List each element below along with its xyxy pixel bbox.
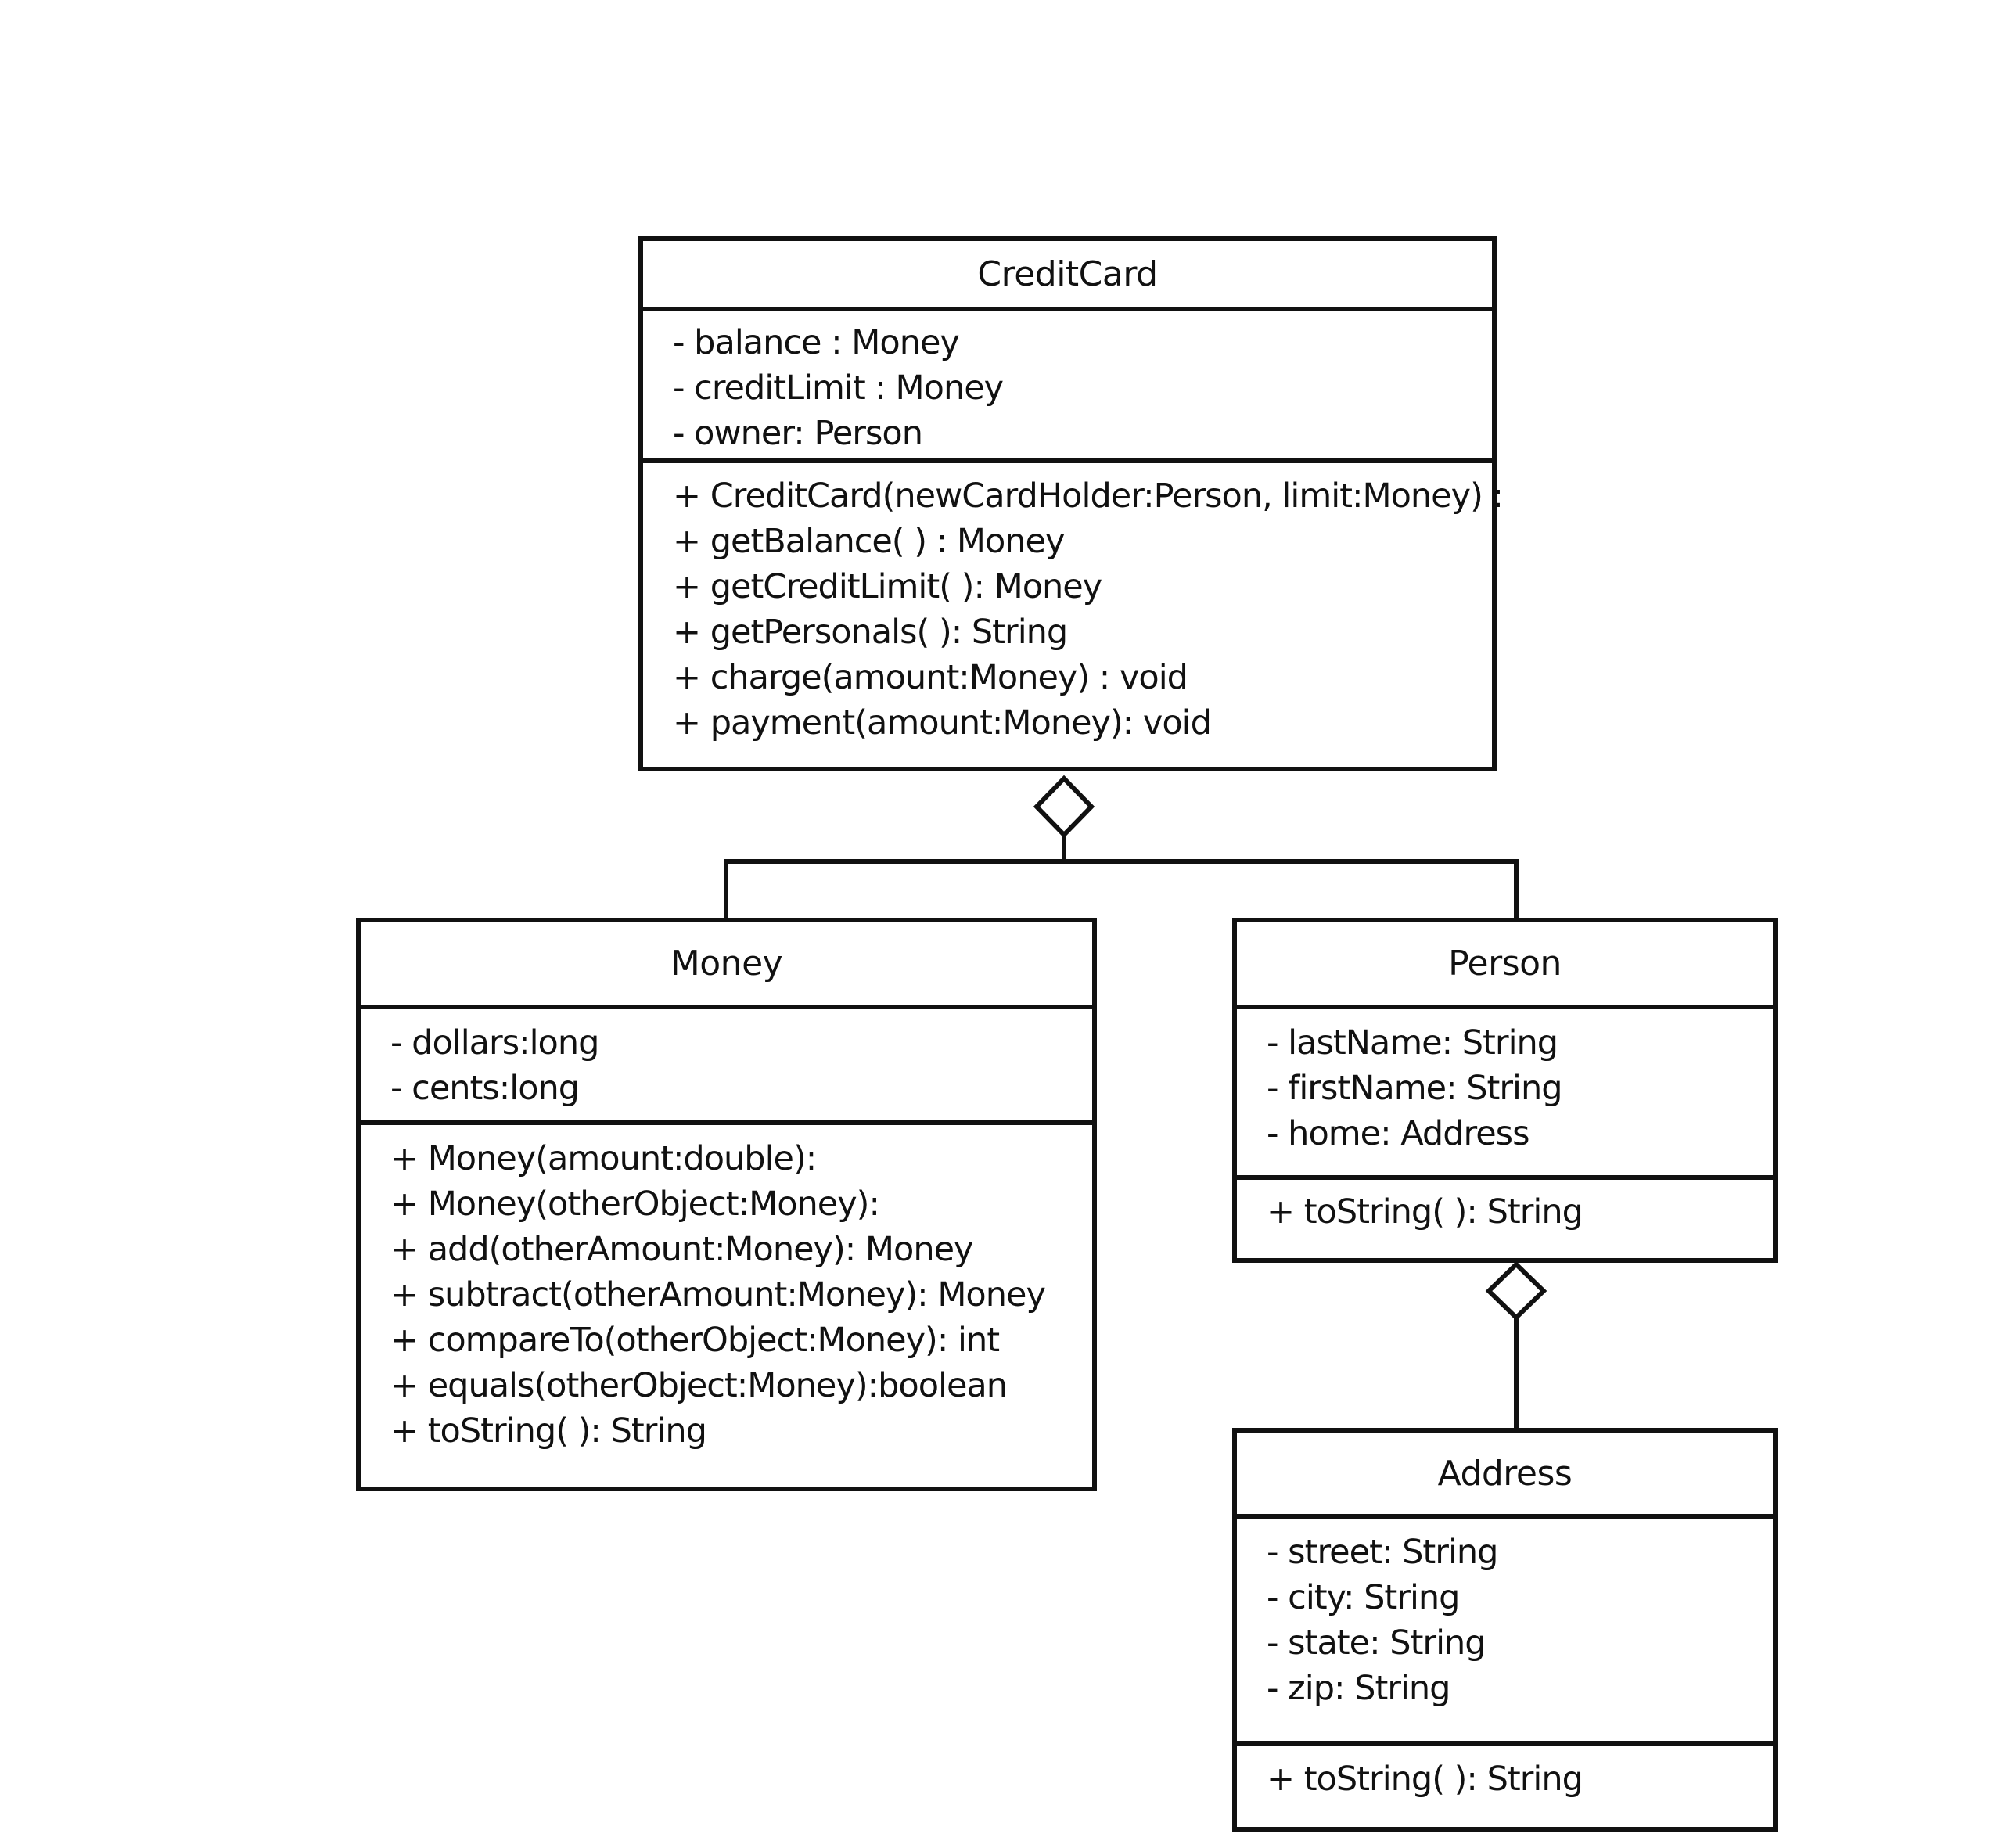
- method-line: + subtract(otherAmount:Money): Money: [390, 1275, 1046, 1314]
- connector-creditcard-money-person: [724, 859, 1519, 918]
- method-line: + getBalance( ) : Money: [673, 522, 1065, 561]
- method-line: + compareTo(otherObject:Money): int: [390, 1321, 1000, 1360]
- method-line: + charge(amount:Money) : void: [673, 658, 1188, 697]
- method-line: + getPersonals( ): String: [673, 613, 1068, 652]
- methods-section: + Money(amount:double): + Money(otherObje…: [361, 1125, 1092, 1454]
- method-line: + payment(amount:Money): void: [673, 703, 1212, 742]
- method-line: + toString( ): String: [1267, 1192, 1583, 1231]
- class-name: Person: [1237, 922, 1773, 1009]
- class-name: Address: [1237, 1433, 1773, 1519]
- attribute-line: - zip: String: [1267, 1669, 1450, 1708]
- class-address: Address - street: String- city: String- …: [1232, 1428, 1778, 1832]
- class-creditcard: CreditCard - balance : Money - creditLimi…: [638, 236, 1504, 771]
- attribute-line: - street: String: [1267, 1533, 1498, 1572]
- methods-section: + toString( ): String: [1237, 1746, 1773, 1802]
- class-name: CreditCard: [643, 241, 1492, 311]
- attribute-line: - home: Address: [1267, 1114, 1530, 1153]
- attribute-line: - firstName: String: [1267, 1069, 1563, 1108]
- attribute-line: - creditLimit : Money: [673, 369, 1004, 408]
- method-line: + toString( ): String: [1267, 1760, 1583, 1799]
- method-line: + Money(otherObject:Money):: [390, 1185, 880, 1224]
- methods-section: + toString( ): String: [1237, 1180, 1773, 1235]
- attributes-section: - lastName: String - firstName: String - h…: [1237, 1009, 1773, 1180]
- attribute-line: - city: String: [1267, 1578, 1460, 1617]
- attributes-section: - street: String - city: String - state: S…: [1237, 1519, 1773, 1746]
- class-person: Person - lastName: String - firstName: St…: [1232, 918, 1778, 1263]
- method-line: + CreditCard(newCardHolder:Person, limit…: [673, 476, 1504, 516]
- attribute-line: - cents:long: [390, 1069, 580, 1108]
- attribute-line: - dollars:long: [390, 1023, 599, 1062]
- attributes-section: - balance : Money - creditLimit : Money - …: [643, 311, 1492, 463]
- aggregation-diamond-person: [1485, 1260, 1547, 1321]
- attribute-line: - balance : Money: [673, 323, 960, 362]
- class-money: Money - dollars:long - cents:long + Money…: [356, 918, 1097, 1491]
- method-line: + getCreditLimit( ): Money: [673, 567, 1102, 606]
- method-line: + equals(otherObject:Money):boolean: [390, 1366, 1008, 1405]
- class-name: Money: [361, 922, 1092, 1009]
- aggregation-diamond-creditcard: [1033, 775, 1095, 839]
- method-line: + toString( ): String: [390, 1411, 707, 1451]
- methods-section: + CreditCard(newCardHolder:Person, limit…: [643, 463, 1504, 746]
- method-line: + add(otherAmount:Money): Money: [390, 1230, 974, 1269]
- attribute-line: - lastName: String: [1267, 1023, 1558, 1062]
- attributes-section: - dollars:long - cents:long: [361, 1009, 1092, 1125]
- attribute-line: - owner: Person: [673, 414, 923, 453]
- attribute-line: - state: String: [1267, 1623, 1486, 1663]
- method-line: + Money(amount:double):: [390, 1139, 817, 1178]
